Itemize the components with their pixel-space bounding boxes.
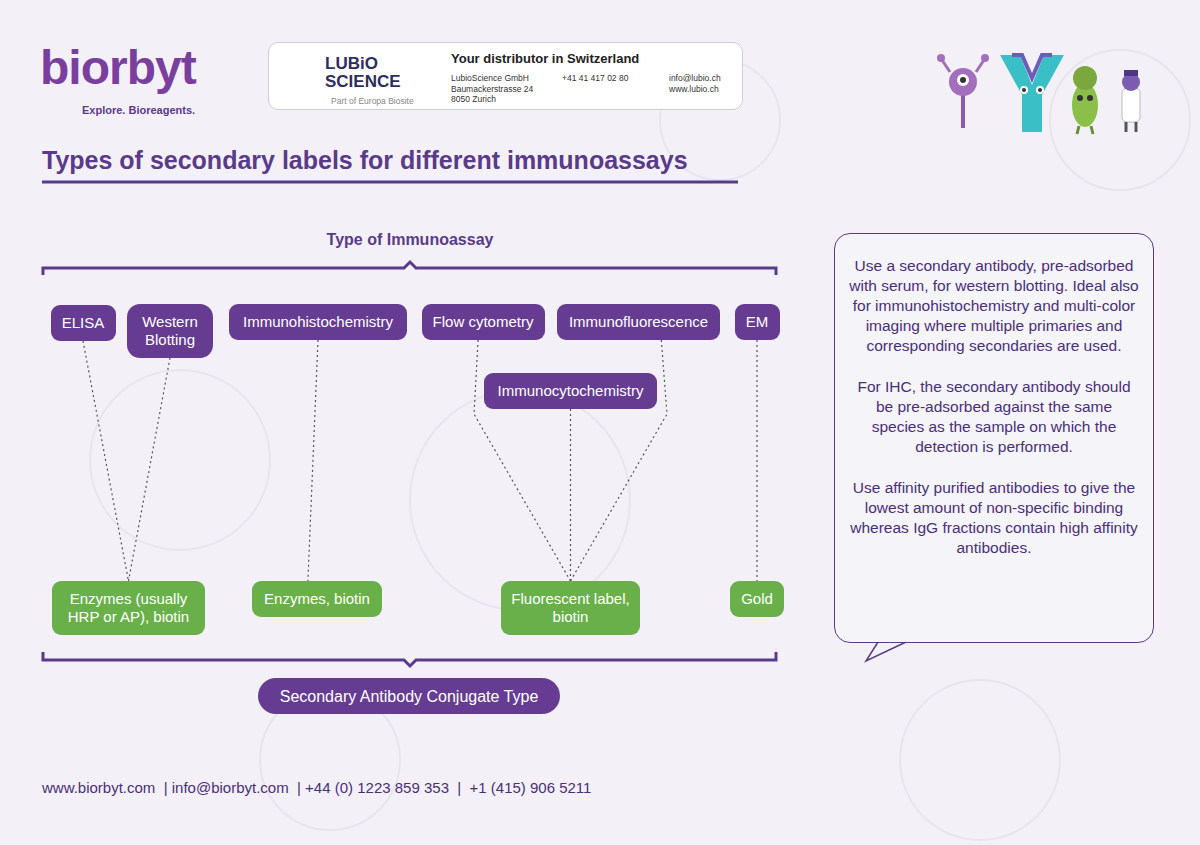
dotted-connector [570, 409, 571, 581]
node-text: Secondary Antibody Conjugate Type [280, 687, 539, 706]
dotted-connector [83, 341, 129, 581]
assay-box: Western Blotting [127, 304, 213, 358]
brand-logo: biorbyt [40, 40, 196, 96]
footer-contact: www.biorbyt.com | info@biorbyt.com | +44… [42, 779, 591, 796]
node-text: Enzymes (usually HRP or AP), biotin [60, 590, 197, 626]
distributor-address: LubioScience GmbH Baumackerstrasse 24 80… [451, 73, 547, 105]
distributor-box: LUBiO SCIENCE Part of Europa Biosite Your … [268, 42, 743, 110]
conjugate-box: Enzymes (usually HRP or AP), biotin [52, 581, 205, 635]
conjugate-box: Fluorescent label, biotin [501, 581, 640, 635]
callout-bubble: Use a secondary antibody, pre-adsorbed w… [834, 233, 1154, 643]
node-text: Western Blotting [135, 313, 205, 349]
node-text: Immunocytochemistry [498, 382, 644, 400]
assay-box: ELISA [51, 305, 116, 341]
distributor-subtitle: Part of Europa Biosite [331, 96, 451, 106]
assay-box: Immunocytochemistry [484, 373, 657, 409]
axis-label-box: Secondary Antibody Conjugate Type [258, 678, 560, 714]
bracket-heading: Type of Immunoassay [327, 231, 494, 249]
node-text: Use affinity purified antibodies to give… [849, 478, 1139, 558]
node-text: Use a secondary antibody, pre-adsorbed w… [849, 256, 1139, 356]
page-title: Types of secondary labels for different … [42, 146, 688, 175]
assay-box: EM [735, 304, 780, 340]
assay-box: Immunofluorescence [557, 304, 720, 340]
node-text: Immunohistochemistry [243, 313, 393, 331]
distributor-web: info@lubio.ch www.lubio.ch [669, 73, 737, 94]
conjugate-box: Gold [730, 581, 784, 617]
dotted-connector [129, 358, 171, 581]
node-text: Enzymes, biotin [264, 590, 370, 608]
brand-tagline: Explore. Bioreagents. [82, 104, 195, 116]
dotted-connector [308, 340, 318, 581]
conjugate-box: Enzymes, biotin [252, 581, 382, 617]
node-text: Immunofluorescence [569, 313, 708, 331]
distributor-heading: Your distributor in Switzerland [451, 51, 711, 66]
node-text: For IHC, the secondary antibody should b… [849, 377, 1139, 457]
node-text: Flow cytometry [433, 313, 534, 331]
node-text: Gold [741, 590, 773, 608]
distributor-logo: LUBiO SCIENCE [325, 55, 411, 91]
dotted-connector [756, 340, 757, 581]
assay-box: Flow cytometry [422, 304, 545, 340]
callout-tail-line [866, 642, 906, 661]
node-text: EM [746, 313, 769, 331]
distributor-phone: +41 41 417 02 80 [562, 73, 652, 83]
node-text: Fluorescent label, biotin [509, 590, 632, 626]
node-text: ELISA [62, 314, 105, 332]
assay-box: Immunohistochemistry [229, 304, 407, 340]
callout-tail-fill [866, 641, 906, 661]
